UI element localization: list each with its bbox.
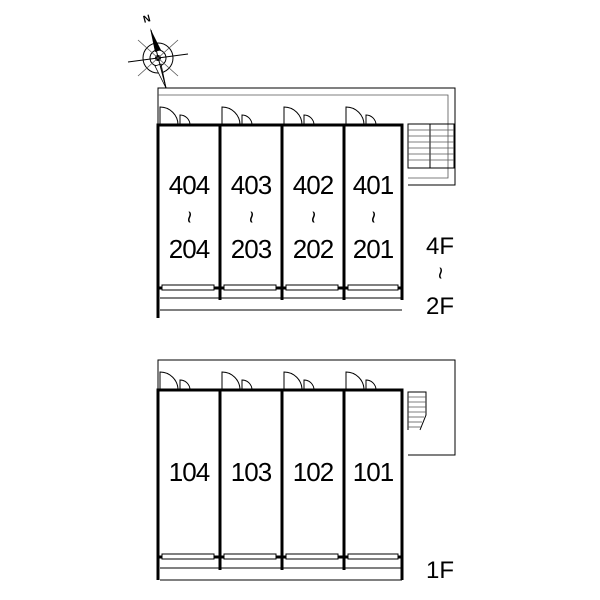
unit-range-tilde: ~ (301, 211, 326, 224)
entry-door-icon (159, 106, 377, 126)
ground-floor-plan: 104 103 102 101 1F (156, 359, 456, 584)
unit-bottom-number: 201 (353, 234, 394, 264)
staircase-icon (407, 123, 455, 169)
unit-3: 403 ~ 203 (231, 170, 273, 264)
unit-label-102: 102 (293, 457, 334, 487)
unit-label-103: 103 (231, 457, 272, 487)
compass-rose-icon: N (127, 13, 189, 89)
unit-top-number: 401 (353, 170, 394, 200)
unit-top-number: 404 (169, 170, 210, 200)
upper-floor-plan: 404 ~ 204 403 ~ 203 402 ~ 202 401 ~ 201 … (156, 87, 456, 320)
floor-top-label: 4F (426, 233, 454, 260)
ground-floor-label: 1F (426, 557, 454, 584)
compass-north-label: N (142, 13, 152, 25)
floor-range-tilde: ~ (428, 267, 453, 280)
unit-label-101: 101 (353, 457, 394, 487)
unit-range-tilde: ~ (239, 211, 264, 224)
unit-range-tilde: ~ (177, 211, 202, 224)
unit-2: 402 ~ 202 (293, 170, 335, 264)
unit-4: 404 ~ 204 (169, 170, 211, 264)
upper-floor-label: 4F ~ 2F (426, 233, 454, 320)
unit-bottom-number: 202 (293, 234, 334, 264)
unit-1: 401 ~ 201 (353, 170, 395, 264)
unit-bottom-number: 204 (169, 234, 210, 264)
unit-top-number: 402 (293, 170, 334, 200)
floor-bottom-label: 2F (426, 293, 454, 320)
unit-range-tilde: ~ (361, 211, 386, 224)
unit-bottom-number: 203 (231, 234, 272, 264)
unit-label-104: 104 (169, 457, 210, 487)
entry-door-icon (159, 371, 377, 391)
unit-top-number: 403 (231, 170, 272, 200)
staircase-icon (407, 391, 427, 431)
